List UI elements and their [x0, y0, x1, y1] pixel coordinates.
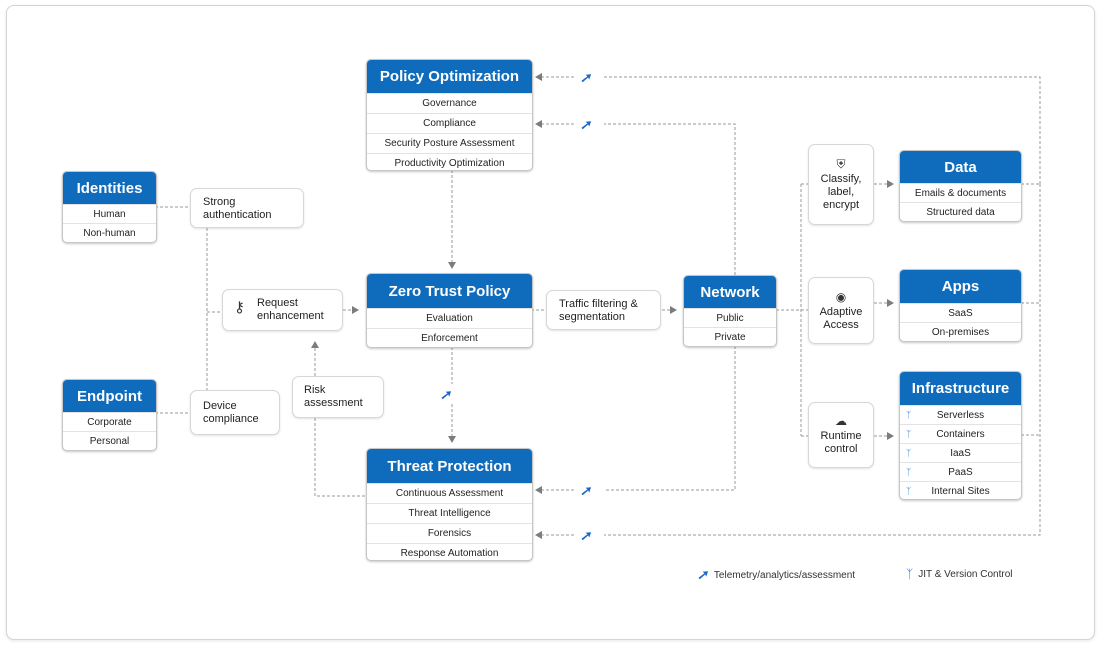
infrastructure-item: ᛉ IaaS: [900, 443, 1021, 462]
legend-telemetry-label: Telemetry/analytics/assessment: [713, 569, 856, 581]
fingerprint-icon: ◉: [835, 289, 847, 304]
infrastructure-item-label: PaaS: [948, 466, 973, 478]
branch-icon: ᛉ: [906, 448, 912, 458]
apps-title: Apps: [900, 270, 1021, 303]
endpoint-item: Personal: [63, 431, 156, 450]
threat-protection-item: Response Automation: [367, 543, 532, 560]
classify-bubble: ⛨ Classify, label, encrypt: [808, 144, 874, 225]
policy-optimization-card: Policy Optimization Governance Complianc…: [366, 59, 533, 171]
request-enhancement-label: Request enhancement: [257, 297, 324, 322]
infrastructure-item-label: Internal Sites: [931, 485, 990, 497]
connector-outer-top: [604, 76, 1041, 184]
infrastructure-item: ᛉ Serverless: [900, 405, 1021, 424]
infrastructure-item: ᛉ Containers: [900, 424, 1021, 443]
identities-item: Human: [63, 204, 156, 223]
branch-icon: ᛉ: [906, 486, 912, 496]
zero-trust-policy-card: Zero Trust Policy Evaluation Enforcement: [366, 273, 533, 348]
zero-trust-policy-title: Zero Trust Policy: [367, 274, 532, 308]
connector-outer-bottom: [604, 184, 1041, 536]
legend-jit: ᛉ JIT & Version Control: [906, 567, 1013, 581]
policy-optimization-item: Governance: [367, 93, 532, 113]
branch-icon: ᛉ: [906, 467, 912, 477]
policy-optimization-item: Security Posture Assessment: [367, 133, 532, 153]
infrastructure-item-label: Containers: [936, 428, 985, 440]
telemetry-gauge-icon: ➚: [580, 528, 591, 543]
network-card: Network Public Private: [683, 275, 777, 347]
legend-jit-label: JIT & Version Control: [918, 568, 1013, 580]
risk-assessment-bubble: Risk assessment: [292, 376, 384, 418]
identities-card: Identities Human Non-human: [62, 171, 157, 243]
network-item: Public: [684, 308, 776, 327]
network-title: Network: [684, 276, 776, 308]
telemetry-gauge-icon: ➚: [580, 117, 591, 132]
traffic-filtering-label: Traffic filtering & segmentation: [559, 298, 638, 323]
device-compliance-bubble: Device compliance: [190, 390, 280, 435]
connector-threat-risk: [314, 418, 365, 497]
infrastructure-item: ᛉ Internal Sites: [900, 481, 1021, 499]
infrastructure-title: Infrastructure: [900, 372, 1021, 405]
telemetry-gauge-icon: ➚: [697, 567, 708, 582]
branch-icon: ᛉ: [906, 410, 912, 420]
branch-icon: ᛉ: [906, 567, 914, 581]
endpoint-card: Endpoint Corporate Personal: [62, 379, 157, 451]
cloud-control-icon: ☁: [835, 414, 847, 428]
runtime-control-label: Runtime control: [820, 430, 862, 455]
endpoint-title: Endpoint: [63, 380, 156, 412]
traffic-filtering-bubble: Traffic filtering & segmentation: [546, 290, 661, 330]
network-item: Private: [684, 327, 776, 346]
shield-icon: ⛨: [836, 157, 846, 171]
request-enhancement-bubble: ⚷ Request enhancement: [222, 289, 343, 331]
policy-optimization-item: Compliance: [367, 113, 532, 133]
adaptive-access-label: Adaptive Access: [819, 305, 863, 331]
telemetry-gauge-icon: ➚: [580, 70, 591, 85]
strong-authentication-label: Strong authentication: [203, 196, 272, 221]
data-item: Structured data: [900, 202, 1021, 221]
zero-trust-policy-item: Evaluation: [367, 308, 532, 328]
identities-title: Identities: [63, 172, 156, 204]
policy-optimization-title: Policy Optimization: [367, 60, 532, 93]
device-compliance-label: Device compliance: [203, 400, 259, 425]
threat-protection-item: Threat Intelligence: [367, 503, 532, 523]
adaptive-access-bubble: ◉ Adaptive Access: [808, 277, 874, 344]
data-title: Data: [900, 151, 1021, 183]
telemetry-gauge-icon: ➚: [440, 387, 451, 402]
threat-protection-item: Forensics: [367, 523, 532, 543]
data-card: Data Emails & documents Structured data: [899, 150, 1022, 222]
threat-protection-item: Continuous Assessment: [367, 483, 532, 503]
runtime-control-bubble: ☁ Runtime control: [808, 402, 874, 468]
key-icon: ⚷: [234, 299, 245, 316]
classify-label: Classify, label, encrypt: [820, 173, 862, 211]
infrastructure-card: Infrastructure ᛉ Serverless ᛉ Containers ᛉ…: [899, 371, 1022, 500]
connector-network-down: [604, 346, 736, 491]
threat-protection-title: Threat Protection: [367, 449, 532, 483]
risk-assessment-label: Risk assessment: [304, 384, 363, 409]
zero-trust-policy-item: Enforcement: [367, 328, 532, 347]
branch-icon: ᛉ: [906, 429, 912, 439]
threat-protection-card: Threat Protection Continuous Assessment …: [366, 448, 533, 561]
telemetry-gauge-icon: ➚: [580, 483, 591, 498]
apps-item: On-premises: [900, 322, 1021, 341]
infrastructure-item-label: Serverless: [936, 409, 985, 421]
endpoint-item: Corporate: [63, 412, 156, 431]
data-item: Emails & documents: [900, 183, 1021, 202]
strong-authentication-bubble: Strong authentication: [190, 188, 304, 228]
infrastructure-item-label: IaaS: [950, 447, 971, 459]
identities-item: Non-human: [63, 223, 156, 242]
legend-telemetry: ➚ Telemetry/analytics/assessment: [697, 567, 855, 583]
infrastructure-item: ᛉ PaaS: [900, 462, 1021, 481]
connector-network-up: [604, 123, 736, 275]
apps-item: SaaS: [900, 303, 1021, 322]
policy-optimization-item: Productivity Optimization: [367, 153, 532, 170]
apps-card: Apps SaaS On-premises: [899, 269, 1022, 342]
